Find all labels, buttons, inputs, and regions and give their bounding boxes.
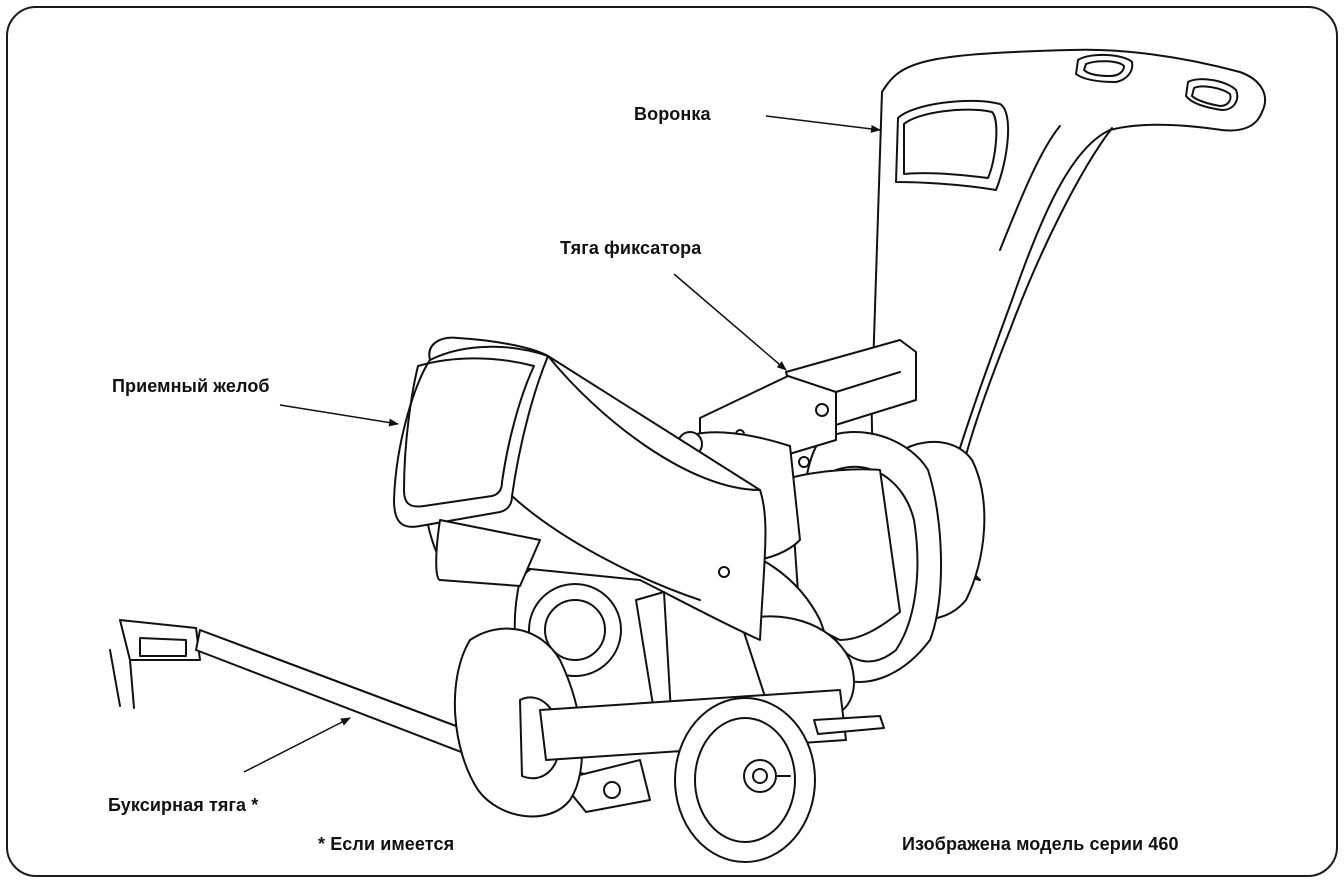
hopper-leader	[765, 115, 881, 133]
latch-rod-label: Тяга фиксатора	[560, 238, 702, 258]
tow-leader	[243, 717, 351, 773]
chute-label: Приемный желоб	[112, 376, 270, 396]
chute-leader	[279, 404, 399, 427]
hopper-label: Воронка	[634, 104, 711, 124]
chute-part	[393, 336, 767, 641]
tow-bar-label: Буксирная тяга *	[108, 795, 259, 815]
model-caption: Изображена модель серии 460	[902, 834, 1179, 854]
footnote-label: * Если имеется	[318, 834, 455, 854]
latch-leader	[673, 273, 787, 371]
